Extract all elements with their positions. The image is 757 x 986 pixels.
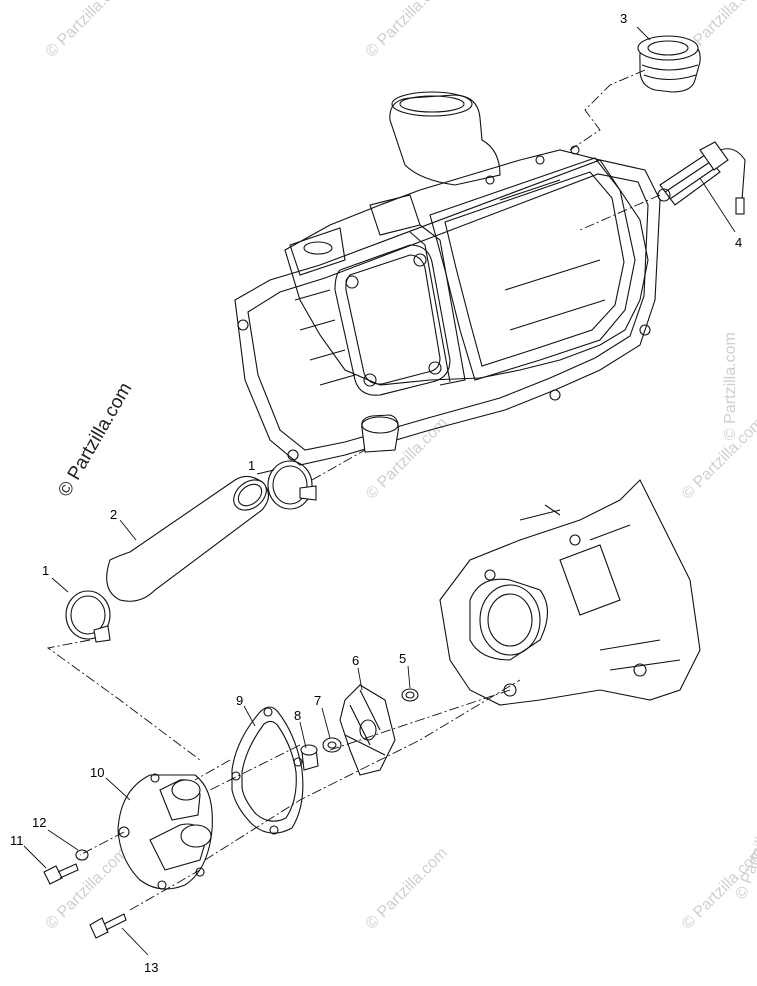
crankcase-illustration [439, 479, 701, 706]
part-2-hose [106, 475, 270, 602]
part-5-nut [401, 688, 419, 702]
watermark: © Partzilla.com [722, 332, 739, 440]
watermark: © Partzilla.com [679, 415, 757, 503]
callout-1: 1 [42, 563, 49, 578]
part-4-sender [657, 141, 746, 215]
callout-13: 13 [144, 960, 158, 975]
callout-1: 1 [248, 458, 255, 473]
callout-10: 10 [90, 765, 104, 780]
part-10-pump-cover [117, 773, 213, 890]
callout-5: 5 [399, 651, 406, 666]
watermark: © Partzilla.com [363, 845, 451, 933]
callout-2: 2 [110, 507, 117, 522]
side-watermark: © Partzilla.com [54, 379, 136, 500]
part-6-impeller [339, 684, 396, 776]
part-7-washer [322, 737, 342, 753]
watermark: © Partzilla.com [43, 0, 131, 61]
callout-7: 7 [314, 693, 321, 708]
callout-12: 12 [32, 815, 46, 830]
assembly-lines [46, 69, 661, 911]
callout-9: 9 [236, 693, 243, 708]
part-3-cap [637, 35, 701, 93]
part-9-gasket [231, 706, 304, 835]
watermark: © Partzilla.com [363, 0, 451, 61]
callout-labels: 3 4 1 2 1 5 6 7 8 9 10 12 11 13 [10, 11, 742, 975]
watermark: © Partzilla.com [733, 794, 757, 901]
part-8-seal [300, 744, 319, 771]
part-11-bolt [43, 863, 79, 885]
callout-8: 8 [294, 708, 301, 723]
callout-3: 3 [620, 11, 627, 26]
leader-lines [23, 26, 736, 956]
part-1-clamp-lower [65, 590, 111, 643]
callout-4: 4 [735, 235, 742, 250]
part-1-clamp-upper [267, 460, 317, 510]
part-13-bolt [89, 913, 127, 939]
callout-11: 11 [10, 833, 24, 848]
cylinder-head-illustration [234, 91, 661, 466]
callout-6: 6 [352, 653, 359, 668]
